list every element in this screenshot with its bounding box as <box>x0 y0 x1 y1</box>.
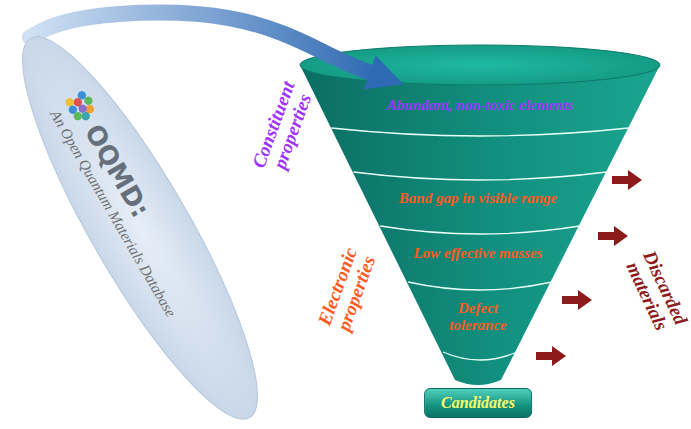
group-label: Constituent properties <box>245 69 320 186</box>
funnel-band: Band gap in visible range <box>393 187 563 210</box>
database-ellipse: OQMD:An Open Quantum Materials Database <box>0 12 293 429</box>
band-separators <box>331 128 628 360</box>
band-separator <box>331 128 628 136</box>
ellipse-fill <box>0 14 292 429</box>
discard-arrow <box>598 226 628 246</box>
band-separator <box>443 352 517 360</box>
ellipse-outline <box>0 12 293 429</box>
funnel-band: Abundant, non-toxic elements <box>381 94 579 117</box>
discard-arrow <box>612 170 642 190</box>
discard-arrow <box>536 346 566 366</box>
funnel-band: Low effective masses <box>408 242 549 265</box>
discard-label: Discarded materials <box>617 238 691 345</box>
band-text: Low effective masses <box>414 245 543 262</box>
discard-arrow <box>562 290 592 310</box>
band-text: Defect tolerance <box>434 300 522 335</box>
logo-dot <box>72 110 83 121</box>
band-text: Abundant, non-toxic elements <box>387 97 573 114</box>
band-separator <box>380 226 580 234</box>
candidates-text: Candidates <box>441 394 515 412</box>
logo-dot <box>83 95 94 106</box>
candidates-box: Candidates <box>424 388 532 418</box>
band-text: Band gap in visible range <box>399 190 557 207</box>
funnel-cone <box>300 65 660 385</box>
band-separator <box>408 282 552 290</box>
band-separator <box>353 172 606 180</box>
group-label: Electronic properties <box>311 236 383 344</box>
funnel-band: Defect tolerance <box>428 297 528 338</box>
